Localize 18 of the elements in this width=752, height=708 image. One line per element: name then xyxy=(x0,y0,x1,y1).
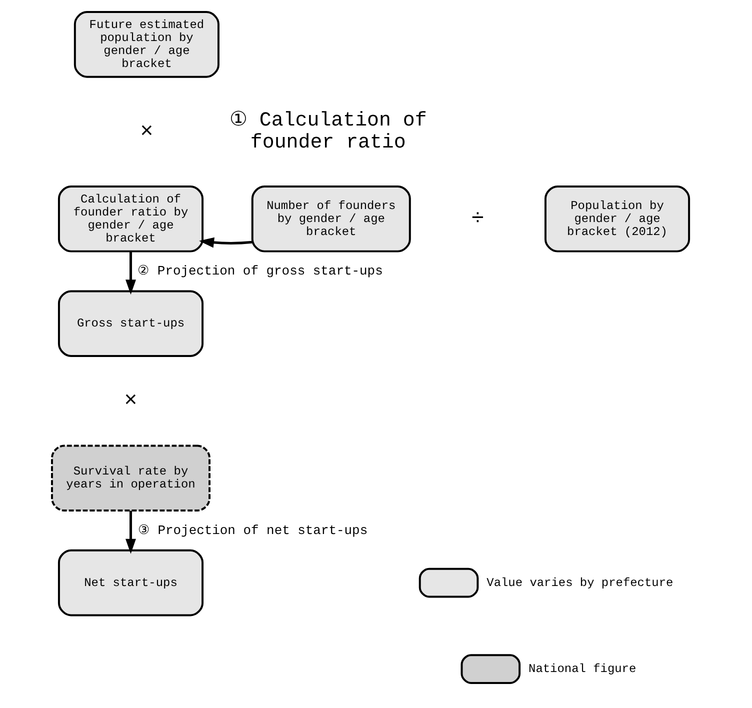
node-box: Number of founders by gender / age bracket xyxy=(250,186,410,252)
label: × xyxy=(124,388,137,414)
label: ① Calculation of founder ratio xyxy=(228,108,426,154)
legend-label: Value varies by prefecture xyxy=(486,576,673,590)
node-box: Gross start-ups xyxy=(57,290,204,357)
arrow xyxy=(198,237,252,248)
node-box: Future estimated population by gender / age bracket xyxy=(73,11,219,78)
arrow xyxy=(125,252,136,295)
node-box: Net start-ups xyxy=(57,549,204,616)
legend-label: National figure xyxy=(528,662,636,676)
edge-label: ② Projection of gross start-ups xyxy=(137,264,382,279)
node-box: Population by gender / age bracket (2012) xyxy=(544,186,690,252)
node-box: Survival rate by years in operation xyxy=(50,444,210,512)
edge-label: ③ Projection of net start-ups xyxy=(137,522,368,538)
label: × xyxy=(140,119,153,144)
arrow xyxy=(125,510,136,554)
label: ÷ xyxy=(470,206,484,232)
node-box: Calculation of founder ratio by gender / age bracket xyxy=(57,186,204,252)
